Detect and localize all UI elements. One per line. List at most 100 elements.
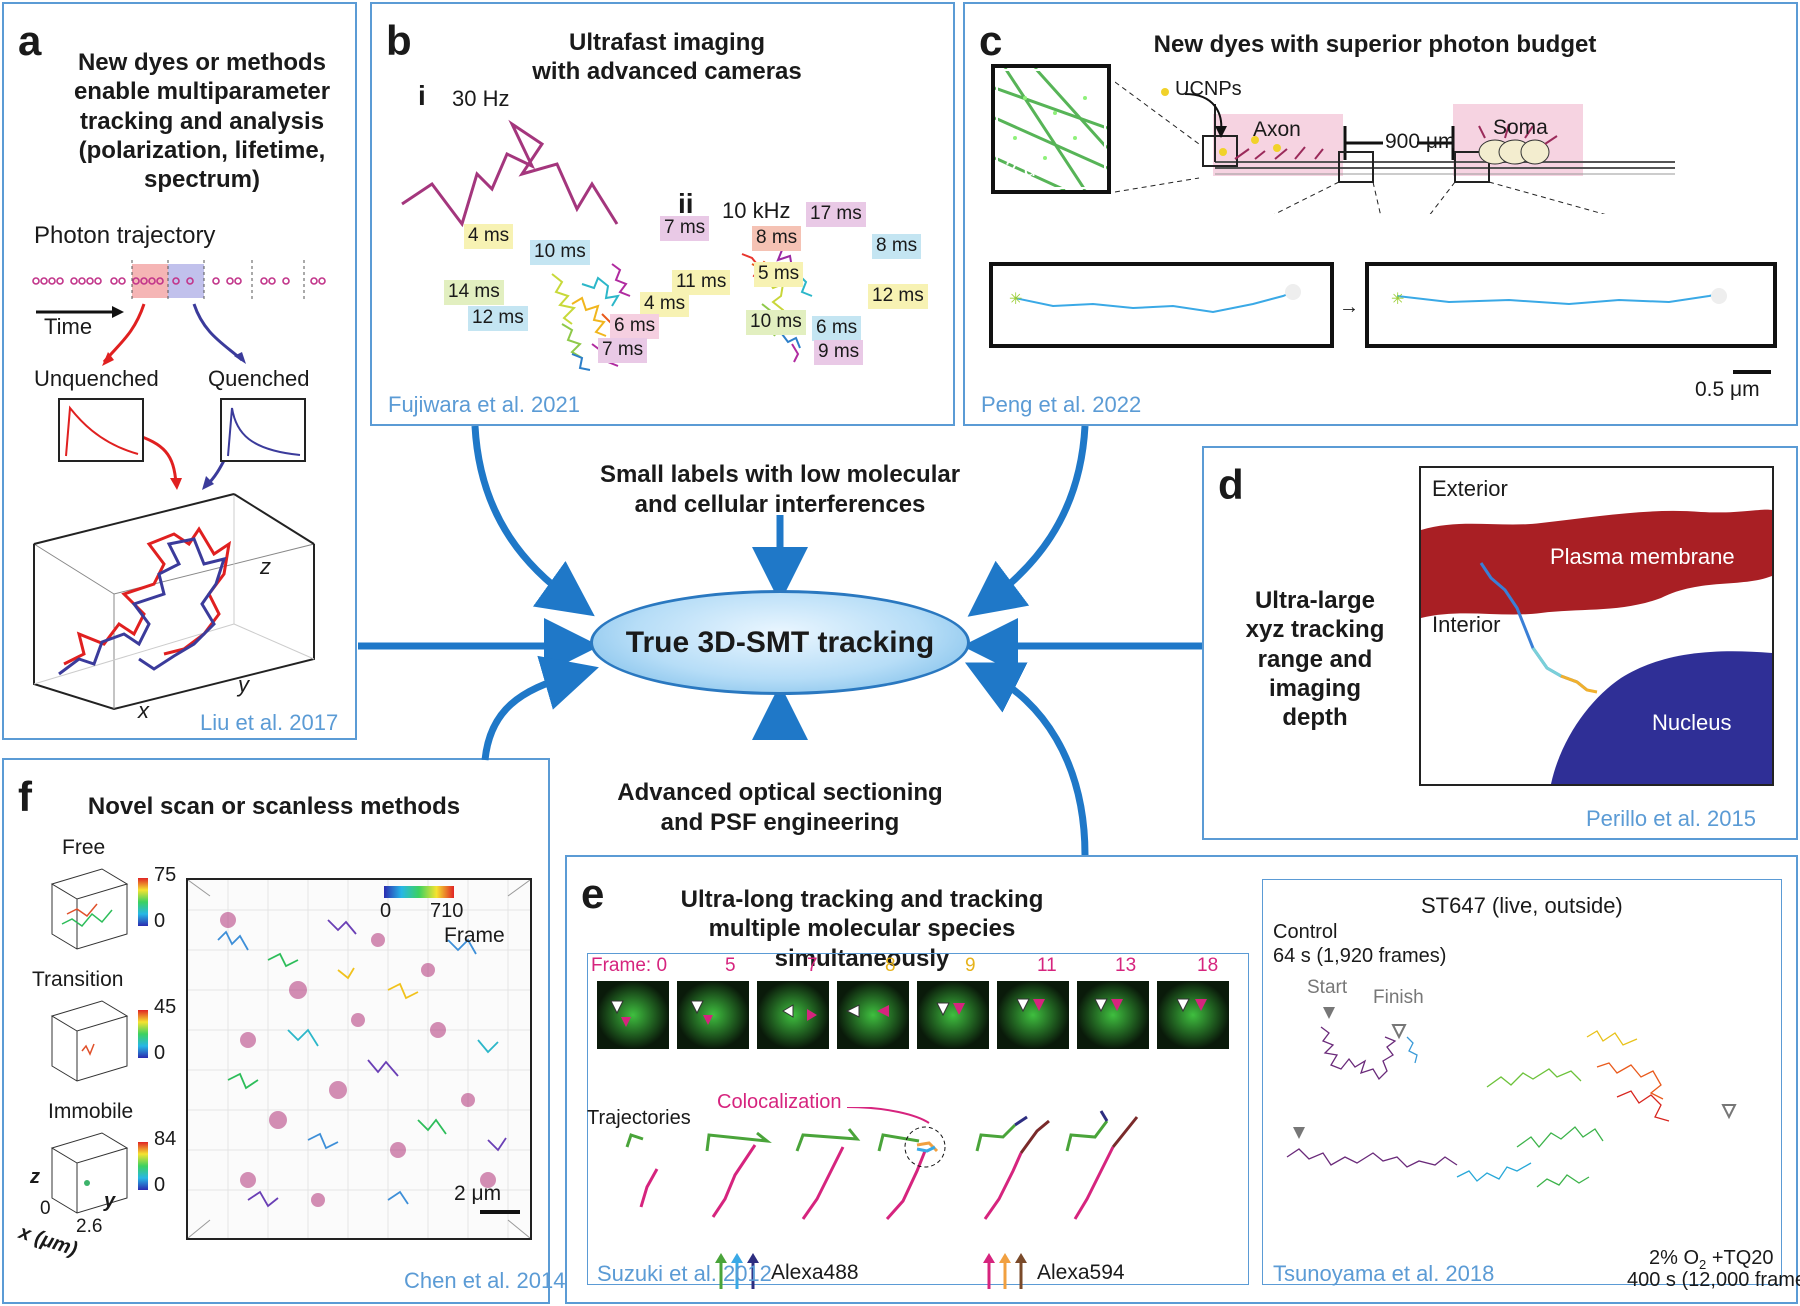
immobile-min: 0 <box>154 1174 166 1196</box>
axon-texture <box>994 66 1109 192</box>
time-label: Time <box>44 314 93 339</box>
time-label: 7 ms <box>598 338 648 363</box>
citation-b: Fujiwara et al. 2021 <box>388 392 580 417</box>
time-label: 5 ms <box>754 262 804 287</box>
axon-schematic <box>1115 81 1675 214</box>
title-line: multiple molecular species simultaneousl… <box>708 915 1016 972</box>
colorbar-free <box>138 878 148 926</box>
caption-line: and PSF engineering <box>660 809 900 836</box>
track-image-2: ✳ <box>1365 262 1777 348</box>
membrane-render <box>1419 466 1774 786</box>
caption-line: Small labels with low molecular <box>599 461 961 488</box>
arrow-right: → <box>1339 296 1359 318</box>
citation-c: Peng et al. 2022 <box>981 392 1142 417</box>
transition-min: 0 <box>154 1042 166 1064</box>
small-labels-caption: Small labels with low molecular and cell… <box>570 460 990 520</box>
axis-2-6: 2.6 <box>76 1216 103 1237</box>
frame-9: 9 <box>965 955 976 976</box>
exterior-label: Exterior <box>1432 476 1508 501</box>
svg-text:✳: ✳ <box>1009 291 1022 308</box>
panel-c: c New dyes with superior photon budget 2… <box>963 2 1798 426</box>
panel-f-title: Novel scan or scanless methods <box>87 793 461 820</box>
title-line: New dyes or methods <box>77 49 327 76</box>
long-trajectory-plot <box>1286 1007 1737 1188</box>
frame-5: 5 <box>725 955 736 976</box>
quenched-label: Quenched <box>208 366 310 391</box>
caption-line: and cellular interferences <box>634 491 926 518</box>
title-line: Ultra-large <box>1254 587 1376 614</box>
panel-letter-f: f <box>18 773 32 820</box>
time-label: 14 ms <box>444 280 504 305</box>
citation-e: Suzuki et al. 2012 <box>597 1261 772 1286</box>
volume-scale-label: 2 μm <box>454 1182 502 1205</box>
axis-z: z <box>30 1166 40 1188</box>
st647-label: ST647 (live, outside) <box>1421 893 1623 918</box>
time-label: 8 ms <box>752 226 802 251</box>
unquenched-decay-plot <box>58 398 144 462</box>
trajectories-label: Trajectories <box>587 1107 691 1129</box>
title-line: Ultrafast imaging <box>568 29 766 56</box>
mini-cube-immobile <box>50 1132 129 1214</box>
o2-sub: 2 <box>1699 1257 1707 1272</box>
time-label: 4 ms <box>640 292 690 317</box>
axis-y-label: y <box>238 672 249 697</box>
o2-tail: +TQ20 <box>1706 1247 1774 1269</box>
title-line: with advanced cameras <box>532 58 802 86</box>
time-8-35s: 8.35 s <box>1255 316 1313 339</box>
panel-e-title: Ultra-long tracking and tracking multipl… <box>627 885 1097 973</box>
transition-label: Transition <box>32 968 124 991</box>
panel-b: b Ultrafast imaging with advanced camera… <box>370 2 955 426</box>
rate-10khz: 10 kHz <box>722 198 791 223</box>
volume-tracks <box>187 879 531 1239</box>
frame-strip <box>597 981 1229 1049</box>
scale-bar-0-5um: 0.5 μm <box>1695 378 1760 401</box>
panel-d: d Ultra-large xyz tracking range and ima… <box>1202 446 1798 840</box>
panel-letter-b: b <box>386 17 412 64</box>
frame-8: 8 <box>885 955 896 976</box>
suzuki-subpanel <box>587 953 1249 1285</box>
caption-line: Advanced optical sectioning <box>617 779 943 806</box>
sub-i-label: i <box>418 80 426 111</box>
panel-a: a New dyes or methods enable multiparame… <box>2 2 357 740</box>
time-label: 9 ms <box>814 340 864 365</box>
volume-scale-bar <box>480 1210 520 1214</box>
panel-letter-e: e <box>581 870 605 917</box>
frame-cb-min: 0 <box>380 900 392 922</box>
mini-cube-transition <box>50 1000 129 1082</box>
panel-e: e Ultra-long tracking and tracking multi… <box>565 855 1800 1304</box>
trajectory-30hz <box>401 119 619 228</box>
soma-label: Soma <box>1493 116 1548 139</box>
control-label: Control <box>1273 921 1338 943</box>
panel-a-title: New dyes or methods enable multiparamete… <box>52 48 352 194</box>
plasma-membrane-label: Plasma membrane <box>1550 544 1735 569</box>
panel-b-title: Ultrafast imaging with advanced cameras <box>502 28 832 87</box>
title-line: range and <box>1257 645 1373 673</box>
scale-bar-2um: 2 μm <box>1005 156 1055 181</box>
transition-max: 45 <box>154 996 177 1018</box>
free-max: 75 <box>154 864 177 886</box>
title-line: (polarization, lifetime, <box>78 136 326 164</box>
frame-cb-max: 710 <box>430 900 464 922</box>
scanless-3d-volume <box>186 878 532 1240</box>
ucnps-label: UCNPs <box>1175 78 1242 100</box>
title-line: xyz tracking <box>1245 616 1385 644</box>
free-min: 0 <box>154 910 166 932</box>
interior-label: Interior <box>1432 612 1501 637</box>
time-label: 11 ms <box>672 270 731 295</box>
title-line: tracking and analysis <box>79 107 325 135</box>
frame-18: 18 <box>1197 955 1219 976</box>
o2-main: 2% O <box>1649 1247 1700 1269</box>
track-1-line: ✳ <box>1009 284 1301 314</box>
mini-cube-free <box>50 868 129 950</box>
panel-letter-d: d <box>1218 461 1244 508</box>
time-label: 10 ms <box>530 240 590 265</box>
nucleus-label: Nucleus <box>1652 710 1732 735</box>
colorbar-transition <box>138 1010 148 1058</box>
time-label: 6 ms <box>610 314 660 339</box>
time-label: 8 ms <box>872 234 922 259</box>
time-10min: 10 min <box>1383 316 1447 339</box>
title-line: spectrum) <box>143 166 261 194</box>
3d-trajectory-cube <box>32 493 316 711</box>
tsunoyama-subpanel <box>1262 879 1782 1285</box>
